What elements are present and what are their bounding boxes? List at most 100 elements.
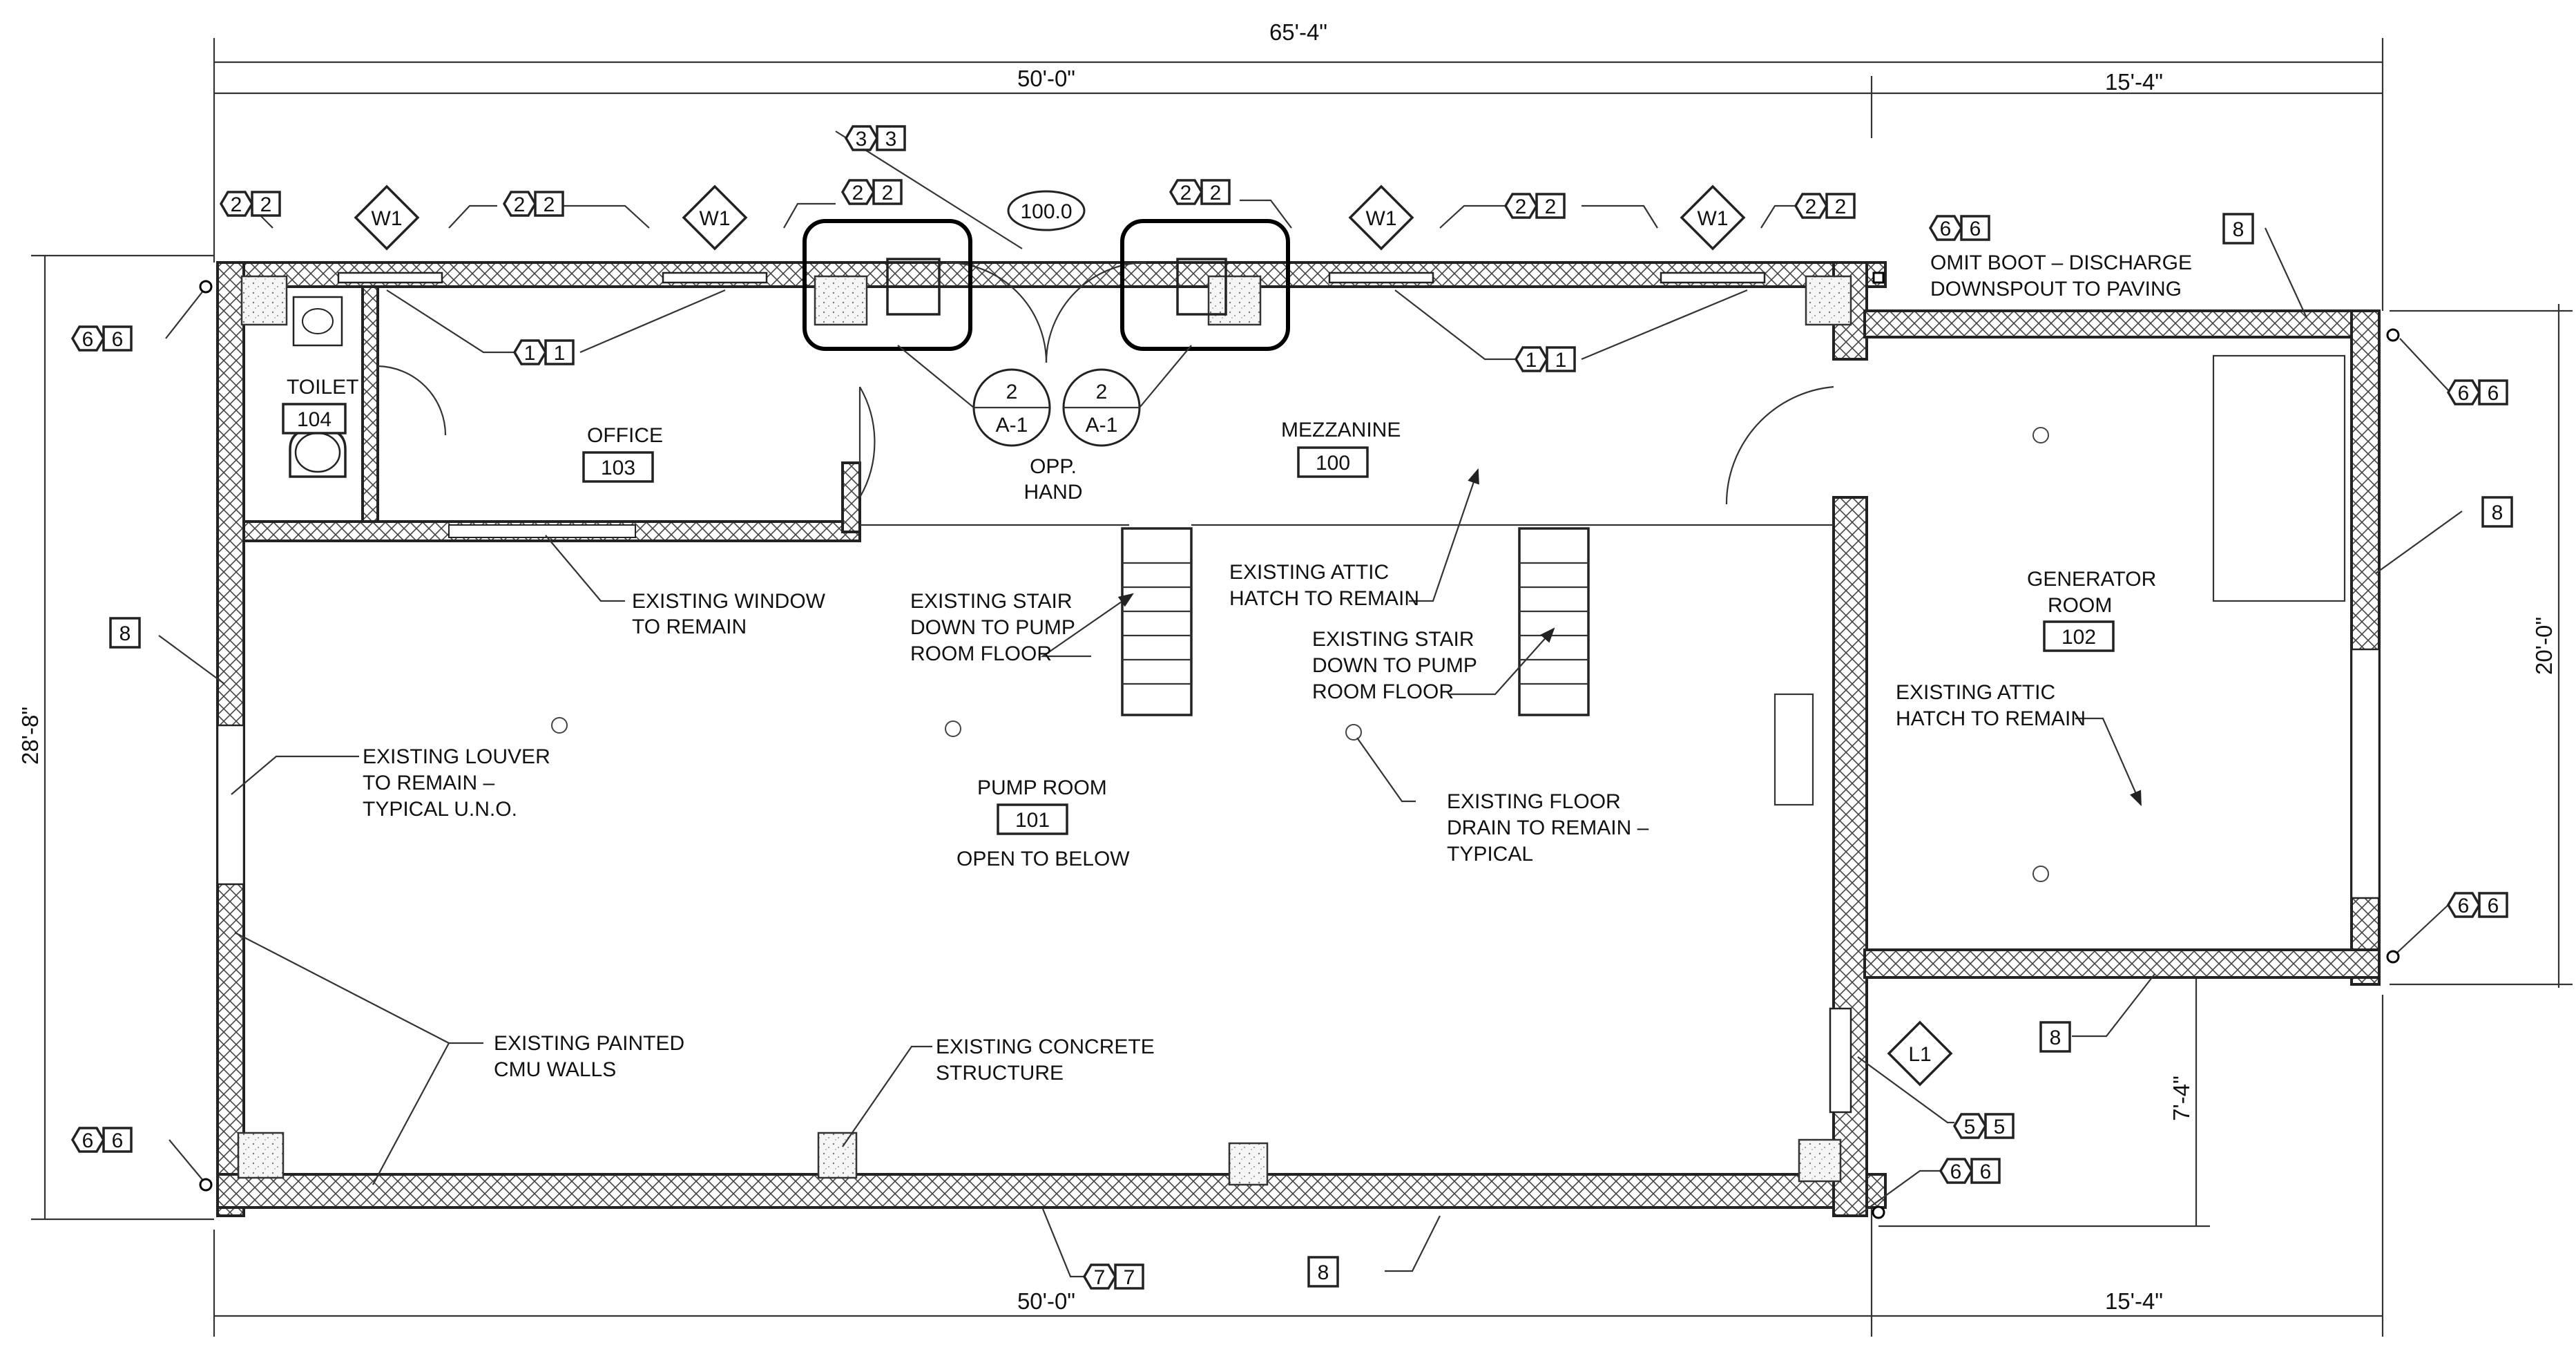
opp-hand-line1: OPP. — [1030, 455, 1077, 478]
keynote-8-boxes — [109, 213, 2513, 1288]
tag6-b1: 6 — [82, 1129, 94, 1152]
detail-ref-right-number: 2 — [1096, 381, 1108, 403]
room-number-toilet: 104 — [297, 408, 331, 431]
note-leaders — [231, 468, 2142, 1185]
tag8-e: 8 — [1318, 1261, 1329, 1284]
tag6-d1: 6 — [2458, 382, 2470, 405]
tag6-b2: 6 — [112, 1129, 124, 1152]
tag2-b1: 2 — [514, 193, 526, 216]
tag2-a1: 2 — [231, 193, 242, 216]
note-concrete-line1: EXISTING CONCRETE — [936, 1035, 1155, 1058]
tag8-c: 8 — [119, 622, 131, 645]
tag5-1: 5 — [1964, 1116, 1976, 1138]
note-stair-right-line3: ROOM FLOOR — [1312, 680, 1454, 703]
note-concrete-line2: STRUCTURE — [936, 1062, 1064, 1085]
detail-leader-left — [897, 345, 974, 408]
note-louver-line2: TO REMAIN – — [363, 772, 494, 794]
dim-overall-top: 65'-4" — [1269, 19, 1327, 45]
room-box-office — [582, 451, 654, 483]
tag7-2: 7 — [1124, 1266, 1135, 1289]
keynote-leaders — [158, 131, 2463, 1278]
detail-ref-left-sheet: A-1 — [996, 414, 1028, 437]
tag2-c1: 2 — [852, 182, 864, 204]
room-name-pump: PUMP ROOM — [977, 776, 1107, 799]
tag6-e1: 6 — [2458, 895, 2470, 917]
tag2-f1: 2 — [1805, 195, 1817, 218]
w1-tag-a: W1 — [372, 207, 403, 230]
windows — [216, 271, 2381, 1114]
note-stair-left-line3: ROOM FLOOR — [910, 642, 1052, 665]
floor-drains — [551, 427, 2049, 882]
note-attic-gen-line2: HATCH TO REMAIN — [1896, 707, 2086, 730]
room-name-office: OFFICE — [587, 424, 663, 447]
dim-bottom-left: 50'-0" — [1017, 1288, 1075, 1314]
room-box-generator — [2043, 620, 2115, 652]
room-box-toilet — [282, 403, 347, 435]
stairs — [860, 524, 1834, 716]
opp-hand-line2: HAND — [1023, 481, 1082, 504]
room-number-office: 103 — [601, 457, 635, 479]
keynote-7-box — [1114, 1263, 1144, 1290]
note-stair-left-line1: EXISTING STAIR — [910, 590, 1072, 613]
note-boot-line1: OMIT BOOT – DISCHARGE — [1930, 251, 2192, 274]
tag6-a2: 6 — [112, 328, 124, 351]
note-drain-line1: EXISTING FLOOR — [1447, 790, 1621, 813]
dim-top-left: 50'-0" — [1017, 66, 1075, 91]
dim-bottom-right: 15'-4" — [2105, 1288, 2163, 1314]
note-louver-line3: TYPICAL U.N.O. — [363, 798, 517, 821]
room-box-mezzanine — [1297, 446, 1369, 478]
keynote-3-box — [876, 125, 906, 151]
note-cmu-line1: EXISTING PAINTED — [494, 1032, 684, 1055]
room-box-pump — [997, 803, 1068, 835]
tag1-left-2: 1 — [554, 342, 566, 365]
window-type-diamonds — [354, 184, 1746, 251]
note-cmu-line2: CMU WALLS — [494, 1058, 616, 1081]
room-name-generator: GENERATOR — [2027, 568, 2156, 591]
tag8-b: 8 — [2492, 502, 2503, 524]
note-window-line2: TO REMAIN — [632, 615, 747, 638]
concrete-columns — [237, 275, 1852, 1186]
detail-leader-right — [1139, 345, 1192, 408]
tag6-c1: 6 — [1940, 218, 1952, 240]
detail-ref-left-number: 2 — [1006, 381, 1018, 403]
tag7-1: 7 — [1094, 1266, 1106, 1289]
keynote-1-box-left — [544, 339, 575, 365]
w1-tag-b: W1 — [700, 207, 731, 230]
note-drain-line3: TYPICAL — [1447, 843, 1533, 866]
downspout-icons — [199, 271, 2400, 1219]
room-note-pump: OPEN TO BELOW — [957, 848, 1130, 870]
tag2-b2: 2 — [544, 193, 555, 216]
tag2-e1: 2 — [1515, 195, 1527, 218]
note-attic-mez-line1: EXISTING ATTIC — [1229, 561, 1389, 584]
tag8-a: 8 — [2233, 218, 2245, 241]
tag2-e2: 2 — [1545, 195, 1557, 218]
tag6-f2: 6 — [1980, 1161, 1992, 1183]
note-stair-right-line1: EXISTING STAIR — [1312, 628, 1474, 651]
keynote-1-box-right — [1546, 346, 1576, 372]
w1-tag-d: W1 — [1698, 207, 1729, 230]
dim-top-right: 15'-4" — [2105, 69, 2163, 95]
note-stair-left-line2: DOWN TO PUMP — [910, 616, 1075, 639]
tag1-right-2: 1 — [1555, 349, 1567, 372]
room-name-toilet: TOILET — [287, 376, 358, 399]
note-stair-right-line2: DOWN TO PUMP — [1312, 654, 1477, 677]
tag2-c2: 2 — [882, 182, 894, 204]
tag2-f2: 2 — [1835, 195, 1847, 218]
detail-ref-left — [972, 368, 1051, 447]
note-window-line1: EXISTING WINDOW — [632, 590, 826, 613]
tag6-c2: 6 — [1970, 218, 1981, 240]
tag2-a2: 2 — [260, 193, 272, 216]
dim-right-lower: 7'-4" — [2169, 1076, 2194, 1121]
note-louver-line1: EXISTING LOUVER — [363, 745, 550, 768]
tag2-d1: 2 — [1180, 182, 1192, 204]
tag3-2: 3 — [885, 128, 897, 151]
note-attic-mez-line2: HATCH TO REMAIN — [1229, 587, 1419, 610]
door-details — [802, 219, 1290, 351]
tag8-d: 8 — [2050, 1027, 2061, 1049]
toilet-fixture — [289, 296, 347, 478]
louver-type-diamond — [1887, 1020, 1953, 1087]
l1-tag: L1 — [1908, 1043, 1931, 1066]
keynote-6-tags — [70, 215, 2508, 1184]
doors — [377, 261, 1834, 505]
